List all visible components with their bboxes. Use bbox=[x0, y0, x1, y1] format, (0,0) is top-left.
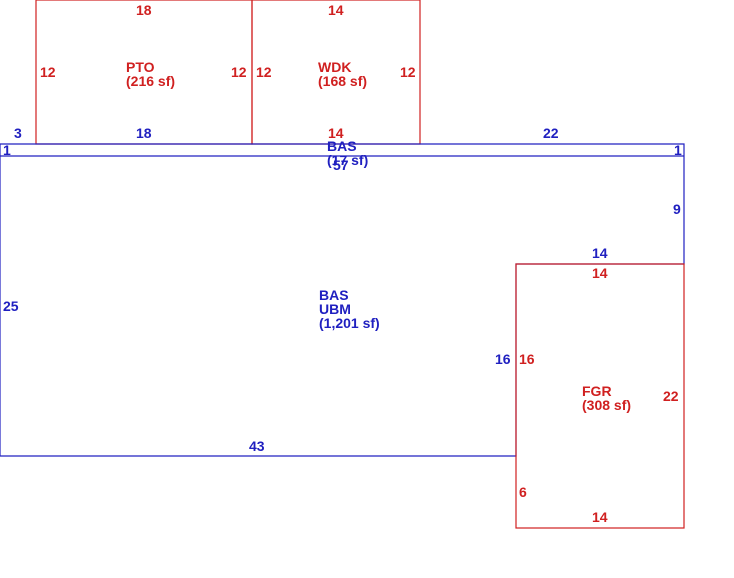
pto-left-dimension: 12 bbox=[40, 64, 56, 80]
bump-right-segment-dimension: 22 bbox=[543, 125, 559, 141]
fgr-outline bbox=[515, 263, 685, 529]
wdk-bottom-dimension: 14 bbox=[328, 125, 344, 141]
main-right-upper-dimension: 9 bbox=[673, 201, 681, 217]
fgr-area: FGR (308 sf) 14 16 22 6 14 bbox=[515, 263, 685, 529]
wdk-top-dimension: 14 bbox=[328, 2, 344, 18]
pto-area-label: (216 sf) bbox=[126, 73, 175, 89]
bas-main-area: BAS (17 sf) BAS UBM (1,201 sf) 3 18 22 1… bbox=[0, 125, 685, 457]
bas-main-sub-label: UBM bbox=[319, 301, 351, 317]
wdk-area: WDK (168 sf) 14 12 12 14 bbox=[251, 0, 421, 145]
bas-small-name-label: BAS bbox=[327, 138, 357, 154]
pto-name-label: PTO bbox=[126, 59, 155, 75]
fgr-right-dimension: 22 bbox=[663, 388, 679, 404]
bas-small-area-label: (17 sf) bbox=[327, 152, 368, 168]
notch-inner-dimension: 16 bbox=[495, 351, 511, 367]
bump-left-dimension: 3 bbox=[14, 125, 22, 141]
fgr-bottom-dimension: 14 bbox=[592, 509, 608, 525]
bas-main-area-label: (1,201 sf) bbox=[319, 315, 380, 331]
fgr-left-dimension: 16 bbox=[519, 351, 535, 367]
wdk-area-label: (168 sf) bbox=[318, 73, 367, 89]
wdk-name-label: WDK bbox=[318, 59, 351, 75]
main-bottom-dimension: 43 bbox=[249, 438, 265, 454]
bas-main-name-label: BAS bbox=[319, 287, 349, 303]
bump-left-end-dimension: 1 bbox=[3, 142, 11, 158]
bump-bottom-dimension: 57 bbox=[333, 157, 349, 173]
bump-right-end-dimension: 1 bbox=[674, 142, 682, 158]
fgr-name-label: FGR bbox=[582, 383, 612, 399]
fgr-top-dimension: 14 bbox=[592, 265, 608, 281]
wdk-right-dimension: 12 bbox=[400, 64, 416, 80]
notch-top-dimension: 14 bbox=[592, 245, 608, 261]
pto-right-dimension: 12 bbox=[231, 64, 247, 80]
wdk-left-dimension: 12 bbox=[256, 64, 272, 80]
fgr-area-label: (308 sf) bbox=[582, 397, 631, 413]
main-left-dimension: 25 bbox=[3, 298, 19, 314]
pto-area: PTO (216 sf) 18 12 12 bbox=[35, 0, 253, 145]
pto-top-dimension: 18 bbox=[136, 2, 152, 18]
fgr-lower-left-dimension: 6 bbox=[519, 484, 527, 500]
bump-segment-dimension: 18 bbox=[136, 125, 152, 141]
